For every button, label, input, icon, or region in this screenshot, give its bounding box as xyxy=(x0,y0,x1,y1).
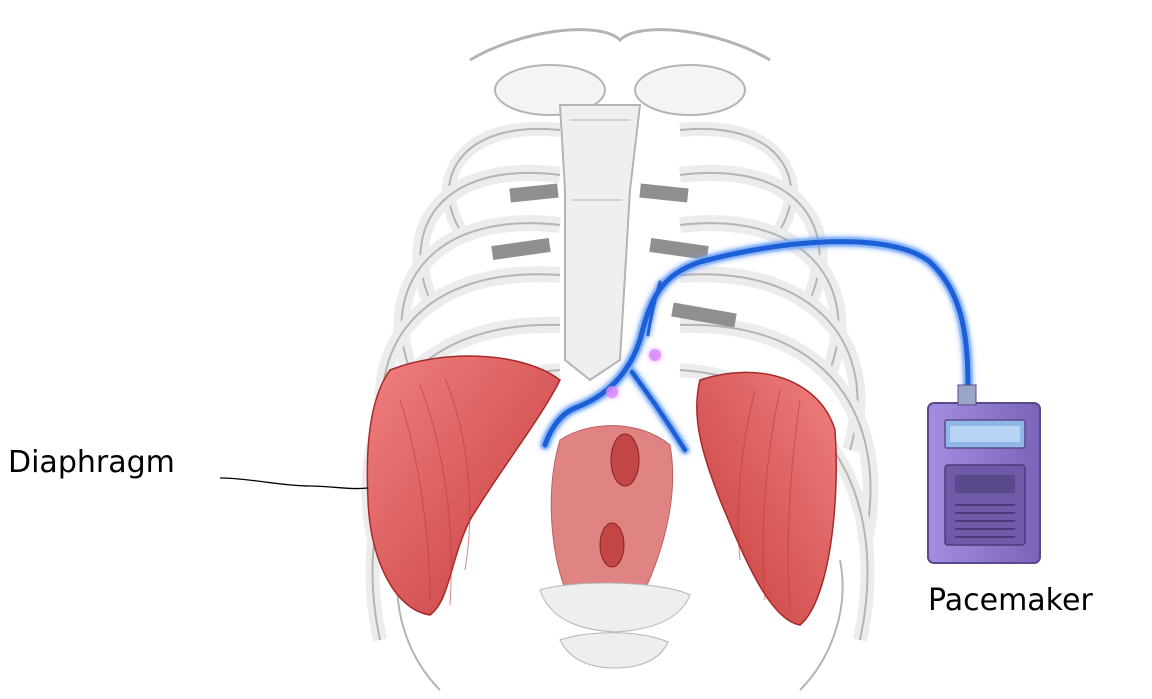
pacemaker-device-icon xyxy=(928,385,1040,563)
diaphragm-leader-line xyxy=(220,478,368,489)
diaphragm-label: Diaphragm xyxy=(8,445,175,480)
pacemaker-label: Pacemaker xyxy=(928,583,1093,618)
diaphragm-muscle-illustration xyxy=(367,356,836,668)
